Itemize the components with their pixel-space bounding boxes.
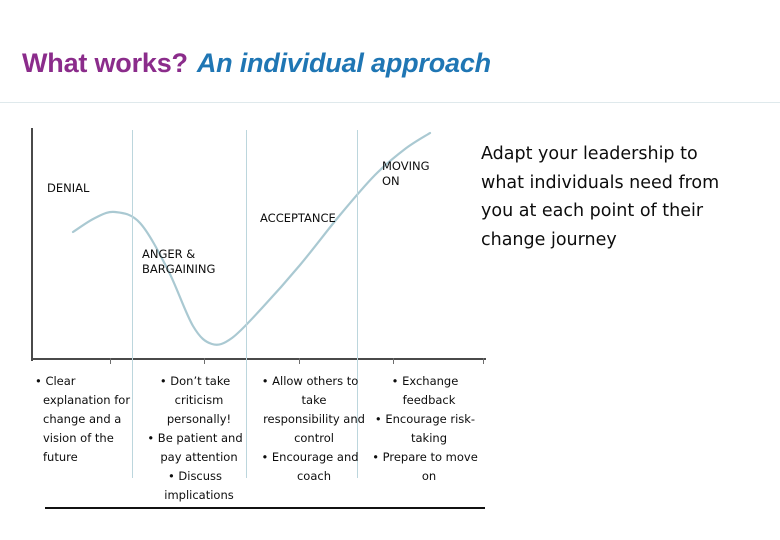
bullets-bottom-rule <box>45 507 485 509</box>
stage-label-moving-on: MOVING ON <box>382 159 430 188</box>
bullet-item: • Allow others to take responsibility an… <box>261 374 365 445</box>
stage-label-denial: DENIAL <box>47 181 90 195</box>
header-divider <box>0 102 780 103</box>
stage-actions-table: • Clear explanation for change and a vis… <box>31 372 486 512</box>
x-axis-tick-2 <box>204 358 205 364</box>
chart-x-axis <box>31 358 486 360</box>
x-axis-tick-3 <box>299 358 300 364</box>
bullet-item: • Encourage risk-taking <box>374 412 476 445</box>
title-secondary: An individual approach <box>196 48 491 78</box>
bullet-item: • Encourage and coach <box>261 450 359 483</box>
stage-actions-column-anger: • Don’t take criticism personally! • Be p… <box>139 372 251 505</box>
x-axis-tick-1 <box>110 358 111 364</box>
x-axis-tick-4 <box>393 358 394 364</box>
stage-divider-3 <box>357 130 358 478</box>
stage-actions-column-acceptance: • Allow others to take responsibility an… <box>255 372 365 486</box>
change-curve-chart: DENIAL ANGER & BARGAINING ACCEPTANCE MOV… <box>31 128 486 509</box>
chart-y-axis <box>31 128 33 361</box>
bullet-item: • Exchange feedback <box>391 374 459 407</box>
stage-divider-2 <box>246 130 247 478</box>
bullet-item: • Don’t take criticism personally! <box>159 374 232 426</box>
x-axis-tick-5 <box>483 358 484 364</box>
bullet-item: • Be patient and pay attention <box>147 431 243 464</box>
page-title: What works? An individual approach <box>22 48 491 79</box>
stage-actions-column-denial: • Clear explanation for change and a vis… <box>35 372 131 467</box>
side-note-text: Adapt your leadership to what individual… <box>481 144 720 250</box>
bullet-item: • Clear explanation for change and a vis… <box>35 374 131 464</box>
stage-divider-1 <box>132 130 133 478</box>
stage-label-anger-bargaining: ANGER & BARGAINING <box>142 247 216 276</box>
stage-actions-column-moving-on: • Exchange feedback • Encourage risk-taki… <box>371 372 479 486</box>
title-primary: What works? <box>22 48 188 78</box>
bullet-item: • Prepare to move on <box>372 450 478 483</box>
bullet-item: • Discuss implications <box>164 469 234 502</box>
stage-label-acceptance: ACCEPTANCE <box>260 211 336 225</box>
